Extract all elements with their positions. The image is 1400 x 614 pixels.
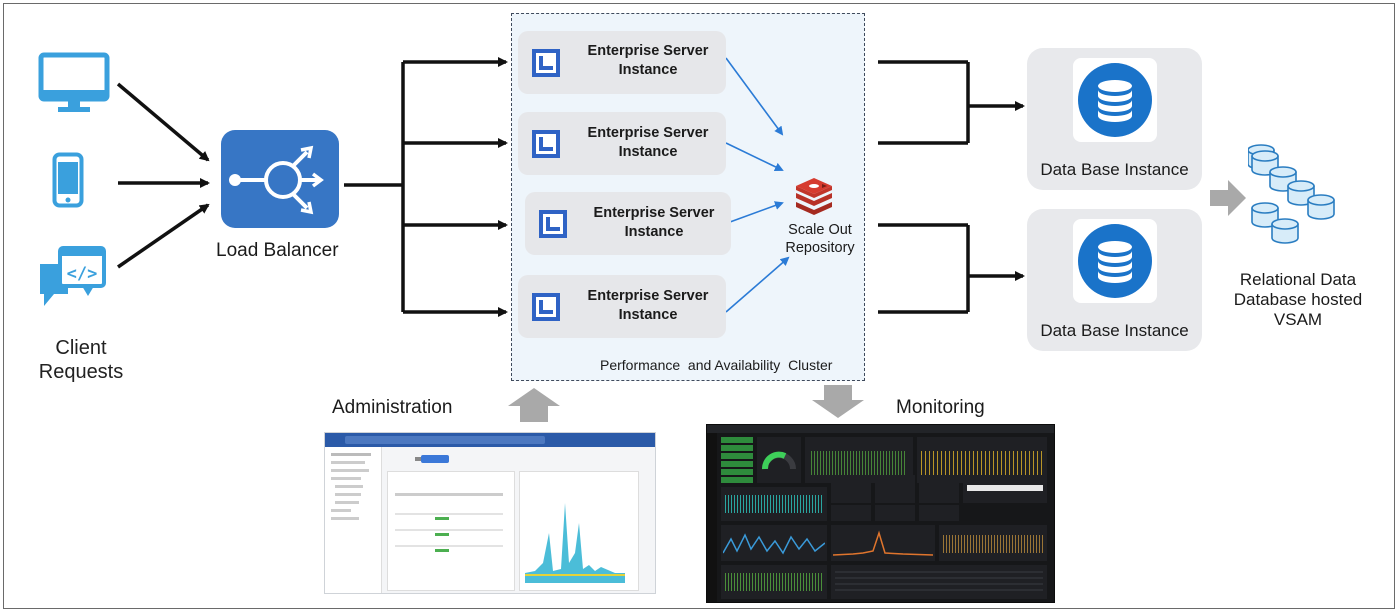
diagram-frame: [3, 3, 1395, 609]
scale-out-repository-label: Scale Out Repository: [770, 221, 870, 257]
es2-label-line1: Enterprise Server: [587, 125, 709, 141]
es1-label-line2: Instance: [618, 62, 678, 78]
database-2-label: Data Base Instance: [1040, 321, 1189, 340]
es4-label-line1: Enterprise Server: [587, 288, 709, 304]
relational-label-line1: Relational Data: [1239, 270, 1357, 289]
database-instance-2: Data Base Instance: [1027, 209, 1202, 351]
gray-arrow-up: [508, 388, 560, 422]
arrow-code-to-lb: [117, 203, 210, 269]
es1-label-line1: Enterprise Server: [587, 43, 709, 59]
arrow-desktop-to-lb: [116, 82, 210, 162]
desktop-monitor-icon: [38, 52, 110, 112]
enterprise-server-4: Enterprise Server Instance: [518, 275, 726, 338]
repository-label-line2: Repository: [785, 240, 855, 256]
es4-label-line2: Instance: [618, 307, 678, 323]
enterprise-server-icon: [532, 49, 560, 77]
client-label-line2: Requests: [38, 361, 124, 383]
client-label-line1: Client: [55, 337, 107, 359]
enterprise-server-icon: [539, 210, 567, 238]
cluster-label: Performance and Availability Cluster: [600, 357, 833, 373]
database-cluster-icon: [1248, 144, 1335, 244]
administration-screenshot: [324, 432, 656, 594]
database-icon: [1078, 224, 1152, 298]
enterprise-server-icon: [532, 293, 560, 321]
svg-text:</>: </>: [67, 264, 98, 284]
repository-label-line1: Scale Out: [788, 222, 852, 238]
mobile-phone-icon: [52, 152, 84, 208]
relational-label-line2: Database hosted: [1233, 290, 1363, 309]
database-icon: [1078, 63, 1152, 137]
es3-label-line2: Instance: [624, 224, 684, 240]
code-chat-icon: </>: [40, 246, 106, 306]
enterprise-server-icon: [532, 130, 560, 158]
load-balancer-label: Load Balancer: [216, 240, 339, 261]
load-balancer-icon: [221, 130, 339, 228]
database-instance-1: Data Base Instance: [1027, 48, 1202, 190]
relational-db-label: Relational Data Database hosted VSAM: [1218, 270, 1378, 330]
enterprise-server-3: Enterprise Server Instance: [525, 192, 731, 255]
gray-arrow-down: [812, 385, 864, 418]
relational-label-line3: VSAM: [1273, 310, 1323, 329]
monitoring-label: Monitoring: [896, 397, 985, 418]
monitoring-screenshot: [706, 424, 1055, 603]
es3-label-line1: Enterprise Server: [593, 205, 715, 221]
enterprise-server-1: Enterprise Server Instance: [518, 31, 726, 94]
administration-label: Administration: [332, 397, 453, 418]
enterprise-server-2: Enterprise Server Instance: [518, 112, 726, 175]
gray-arrow-right: [1210, 180, 1246, 216]
client-requests-label: Client Requests: [30, 336, 132, 384]
redis-icon: [796, 178, 832, 215]
database-1-label: Data Base Instance: [1040, 160, 1189, 179]
es2-label-line2: Instance: [618, 144, 678, 160]
